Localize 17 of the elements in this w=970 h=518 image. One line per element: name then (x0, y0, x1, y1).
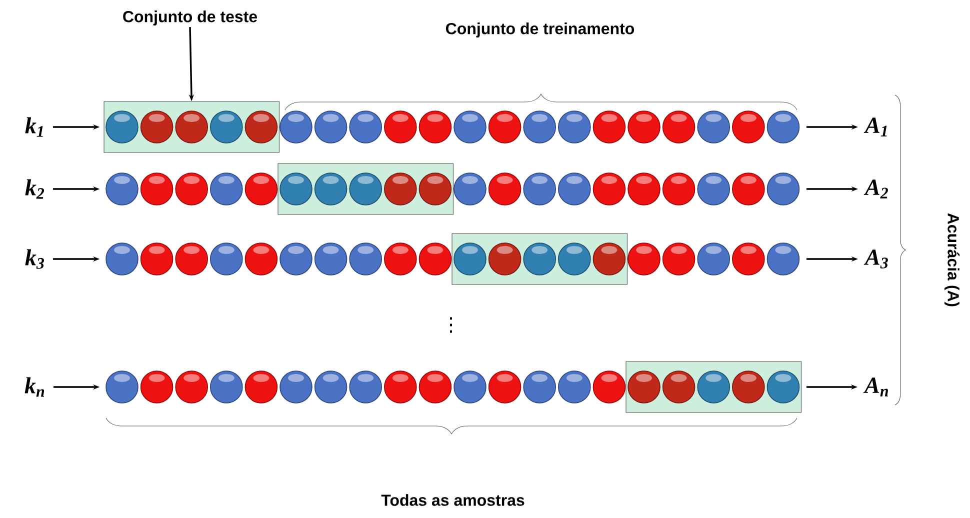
variable-label: k$_{2}$ (25, 179, 44, 199)
sample-row-drawing (106, 370, 800, 404)
sample-row-drawing (106, 110, 800, 144)
variable-label: A$_{2}$ (864, 180, 888, 198)
label-text: Conjunto de treinamento (446, 22, 634, 38)
label-text: Todas as amostras (381, 494, 524, 506)
label-text: Acurácia (A) (944, 213, 960, 306)
caption-text: Conjunto de teste (123, 10, 257, 26)
variable-label: A$_{n}$ (863, 378, 888, 396)
variable-label: k$_{n}$ (24, 377, 44, 397)
variable-label: A$_{3}$ (864, 250, 888, 268)
variable-label: A$_{1}$ (864, 118, 887, 136)
sample-row-drawing (106, 242, 800, 276)
variable-label: k$_{3}$ (25, 249, 44, 269)
ellipsis: ⋮ (450, 317, 452, 333)
sample-row-drawing (106, 172, 800, 206)
variable-label: k$_{1}$ (25, 117, 43, 137)
